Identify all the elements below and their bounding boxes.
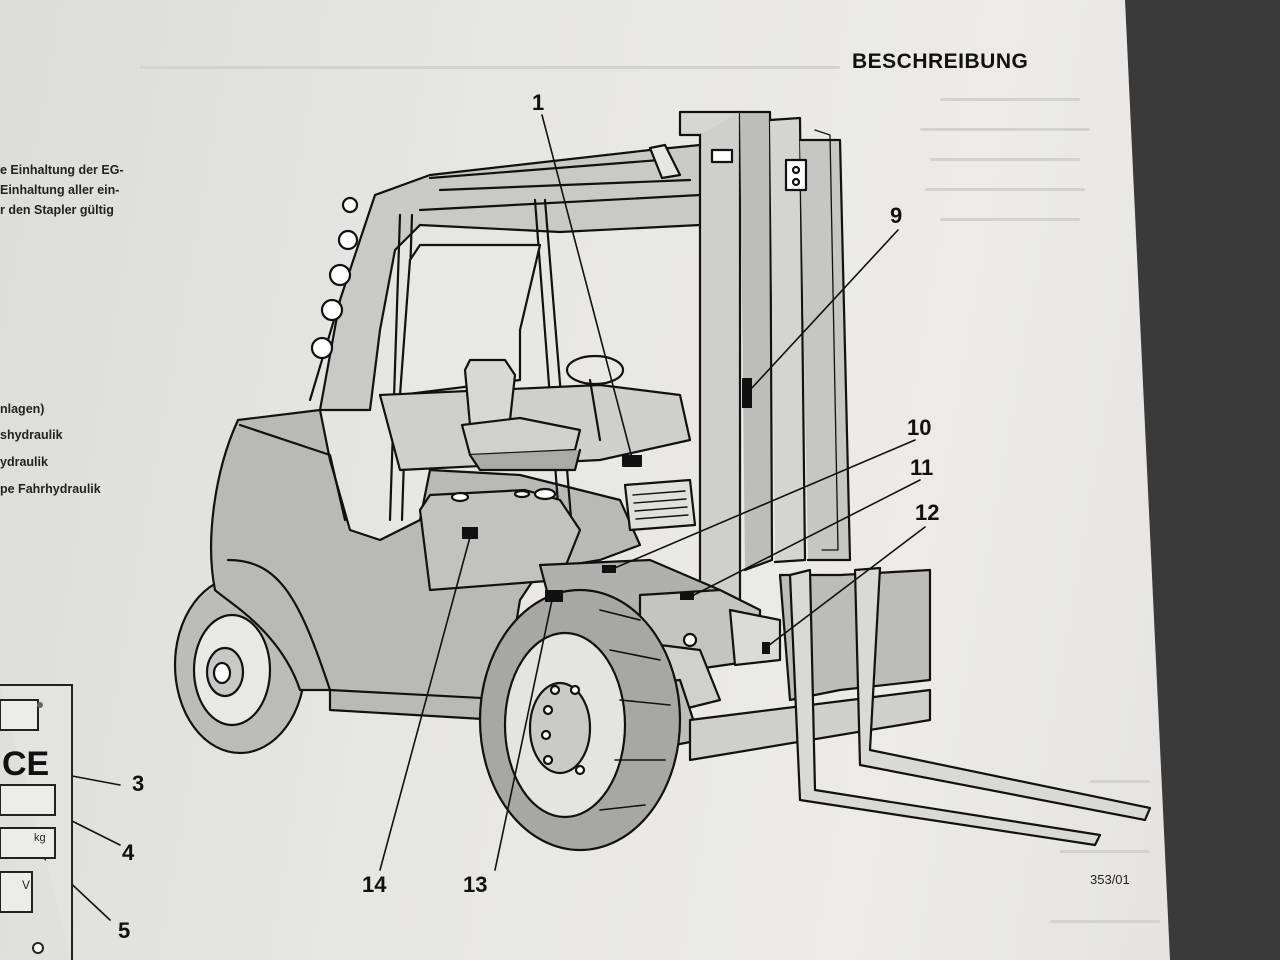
- unit-v-label: V: [22, 878, 31, 892]
- callout-13: 13: [463, 872, 488, 897]
- unit-kg-label: kg: [34, 832, 46, 844]
- callout-5: 5: [118, 918, 131, 943]
- ce-mark: CE: [2, 745, 50, 783]
- callout-1: 1: [532, 90, 545, 115]
- bleed-through-line: [940, 98, 1080, 101]
- leader-lines: [29, 114, 926, 921]
- driver-seat: [460, 358, 582, 472]
- nameplate-diagram: [0, 684, 73, 960]
- page-title: BESCHREIBUNG: [852, 50, 1029, 73]
- callout-3: 3: [132, 771, 145, 796]
- bleed-through-line: [1050, 920, 1160, 923]
- left-text-line: r den Stapler gültig: [0, 203, 114, 217]
- left-text-line: e Einhaltung der EG-: [0, 163, 124, 177]
- callout-11: 11: [910, 455, 934, 480]
- left-text-line: shydraulik: [0, 428, 63, 442]
- fork-carriage: [778, 568, 932, 702]
- left-text-line: nlagen): [0, 402, 45, 416]
- mast: [648, 110, 852, 602]
- forks: [788, 566, 1152, 847]
- bleed-through-line: [1060, 850, 1150, 853]
- bleed-through-line: [925, 188, 1085, 191]
- callout-4: 4: [122, 840, 135, 865]
- bleed-through-line: [920, 128, 1090, 131]
- bleed-through-line: [140, 66, 840, 69]
- truck-body: [210, 408, 642, 722]
- bleed-through-line: [1090, 780, 1150, 783]
- left-text-line: pe Fahrhydraulik: [0, 482, 101, 496]
- callout-10: 10: [907, 415, 932, 440]
- front-wheel: [478, 588, 682, 852]
- callout-9: 9: [890, 203, 903, 228]
- steering-wheel: [565, 354, 625, 386]
- bleed-through-line: [940, 218, 1080, 221]
- bleed-through-line: [930, 158, 1080, 161]
- callout-14: 14: [362, 872, 387, 897]
- callout-12: 12: [915, 500, 940, 525]
- figure-number: 353/01: [1090, 872, 1130, 887]
- left-text-line: ydraulik: [0, 455, 48, 469]
- left-text-line: Einhaltung aller ein-: [0, 183, 120, 197]
